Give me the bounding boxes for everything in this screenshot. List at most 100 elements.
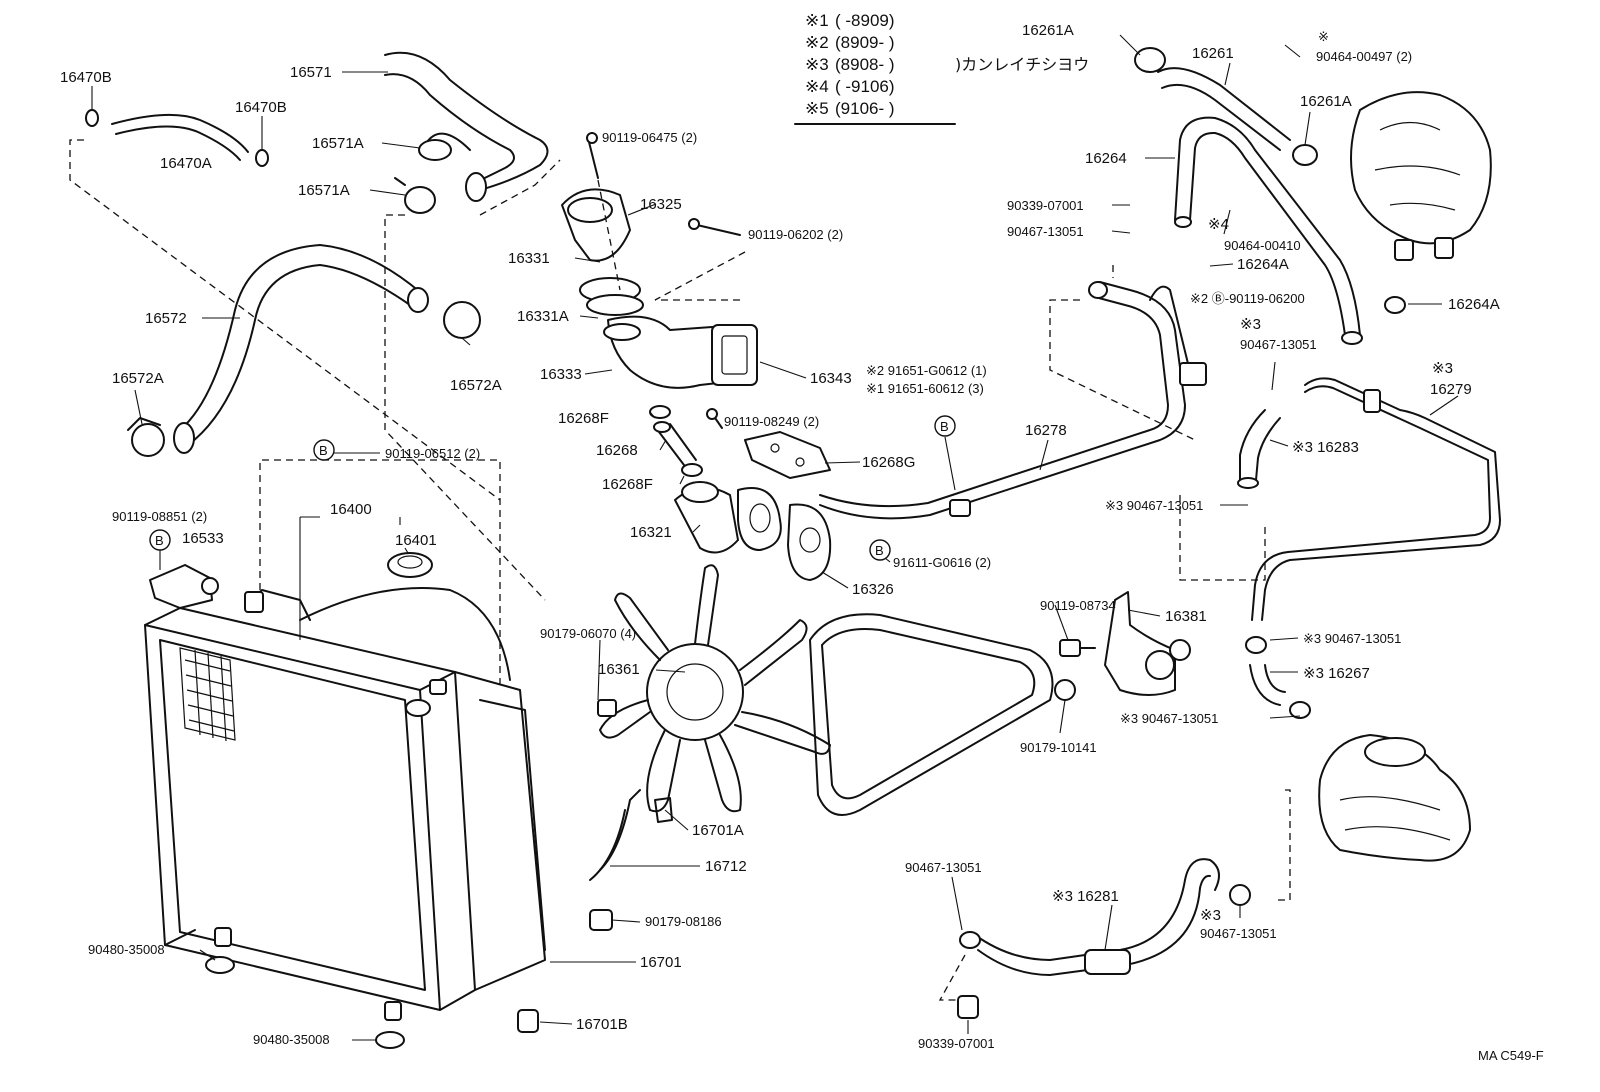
label-16268: 16268 — [596, 442, 638, 459]
cooling-fan-16361 — [597, 564, 831, 813]
label-90467-13051-g: 90467-13051 — [1200, 926, 1277, 941]
label-16343: 16343 — [810, 370, 852, 387]
legend-range-3: (8908- ) — [835, 55, 895, 74]
label-16701B: 16701B — [576, 1016, 628, 1033]
label-90467-13051-c: ※3 90467-13051 — [1105, 498, 1203, 513]
legend-range-4: ( -9106) — [835, 77, 895, 96]
label-90467-13051-b: 90467-13051 — [1240, 337, 1317, 352]
bolt-marker-3 — [934, 415, 956, 437]
label-16381: 16381 — [1165, 608, 1207, 625]
bolt-marker-text-3: B — [940, 419, 949, 434]
guide-16470 — [69, 139, 501, 501]
pipe-16278 — [819, 281, 1207, 520]
fan-belt — [809, 613, 1054, 816]
bracket-16268G — [706, 408, 831, 479]
label-16401: 16401 — [395, 532, 437, 549]
label-16268F-b: 16268F — [602, 476, 653, 493]
pipe-16279 — [1251, 377, 1501, 621]
label-16261: 16261 — [1192, 45, 1234, 62]
label-91651-60612: ※1 91651-60612 (3) — [866, 381, 984, 396]
label-90119-08851: 90119-08851 (2) — [112, 509, 207, 524]
label-16470A: 16470A — [160, 155, 212, 172]
label-90464-00410-mark: ※4 — [1208, 216, 1229, 233]
label-16278: 16278 — [1025, 422, 1067, 439]
legend-mark-2: ※2 — [805, 33, 829, 52]
label-16572A-a: 16572A — [450, 377, 502, 394]
label-16572: 16572 — [145, 310, 187, 327]
label-mark-3-16279: ※3 — [1432, 360, 1453, 377]
label-90119-06512: 90119-06512 (2) — [385, 446, 480, 461]
legend-range-5: (9106- ) — [835, 99, 895, 118]
label-16470B-a: 16470B — [60, 69, 112, 86]
hose-16281 — [957, 858, 1251, 1019]
label-16326: 16326 — [852, 581, 894, 598]
bolt-marker-text-2: B — [155, 533, 164, 548]
label-91611-G0616: 91611-G0616 (2) — [893, 555, 991, 570]
bolt-marker-text-1: B — [319, 443, 328, 458]
label-90119-08734: 90119-08734 — [1040, 598, 1116, 613]
label-90464-00497-mark: ※ — [1318, 29, 1329, 44]
label-90467-13051-f: 90467-13051 — [905, 860, 982, 875]
label-16333: 16333 — [540, 366, 582, 383]
label-16571A-a: 16571A — [312, 135, 364, 152]
label-16571: 16571 — [290, 64, 332, 81]
legend-range-2: (8909- ) — [835, 33, 895, 52]
legend-range-1: ( -8909) — [835, 11, 895, 30]
label-16701: 16701 — [640, 954, 682, 971]
guide-16400 — [259, 459, 501, 690]
hose-16283 — [1237, 409, 1281, 489]
label-16261A-b: 16261A — [1300, 93, 1352, 110]
engine-sketch — [1318, 734, 1471, 862]
label-90467-13051-e: ※3 90467-13051 — [1120, 711, 1218, 726]
label-16533: 16533 — [182, 530, 224, 547]
bolt-marker-text-4: B — [875, 543, 884, 558]
guide-thermo-bolt — [597, 179, 621, 291]
bolt-marker-1 — [313, 439, 335, 461]
label-90480-35008-b: 90480-35008 — [253, 1032, 330, 1047]
label-90119-06475: 90119-06475 (2) — [602, 130, 697, 145]
label-16321: 16321 — [630, 524, 672, 541]
label-16571A-b: 16571A — [298, 182, 350, 199]
label-16264A-b: 16264A — [1448, 296, 1500, 313]
legend-table: ※1 ( -8909) ※2 (8909- ) ※3 (8908- ) ※4 (… — [794, 11, 1089, 125]
label-90464-00410: 90464-00410 — [1224, 238, 1301, 253]
label-16361: 16361 — [598, 661, 640, 678]
label-90339-07001-b: 90339-07001 — [918, 1036, 995, 1051]
label-mark-3-a: ※3 — [1240, 316, 1261, 333]
fan-shroud — [517, 789, 673, 1033]
hose-16470A — [85, 86, 269, 167]
guide-16283 — [1179, 495, 1266, 581]
diagram-code: MA C549-F — [1478, 1048, 1544, 1063]
label-16283: ※3 16283 — [1292, 439, 1359, 456]
legend-mark-5: ※5 — [805, 99, 829, 118]
label-90464-00497: 90464-00497 (2) — [1316, 49, 1412, 64]
bolt-marker-4 — [869, 539, 891, 561]
water-inlet-16321 — [674, 481, 832, 581]
label-16268G: 16268G — [862, 454, 915, 471]
hose-16264 — [1174, 116, 1406, 345]
label-90467-13051-d: ※3 90467-13051 — [1303, 631, 1401, 646]
label-16264: 16264 — [1085, 150, 1127, 167]
label-90339-07001-a: 90339-07001 — [1007, 198, 1084, 213]
leader-lines — [134, 34, 1459, 1041]
hose-16267 — [1245, 636, 1311, 719]
label-90119-08249: 90119-08249 (2) — [724, 414, 819, 429]
guide-16281 — [938, 954, 966, 1001]
hose-16261 — [1134, 47, 1318, 166]
label-mark-3-g: ※3 — [1200, 907, 1221, 924]
legend-mark-4: ※4 — [805, 77, 829, 96]
label-16325: 16325 — [640, 196, 682, 213]
label-16331: 16331 — [508, 250, 550, 267]
label-16281: ※3 16281 — [1052, 888, 1119, 905]
radiator-16400 — [144, 587, 546, 1049]
legend-note: )カンレイチシヨウ — [955, 55, 1089, 74]
hose-16571 — [384, 51, 549, 214]
guide-engine — [1275, 789, 1291, 901]
part-labels: 16470B 16470B 16470A 16571 16571A 16571A… — [60, 22, 1500, 1051]
guide-16278 — [1049, 299, 1196, 441]
label-16400: 16400 — [330, 501, 372, 518]
label-16701A: 16701A — [692, 822, 744, 839]
label-90480-35008-a: 90480-35008 — [88, 942, 165, 957]
